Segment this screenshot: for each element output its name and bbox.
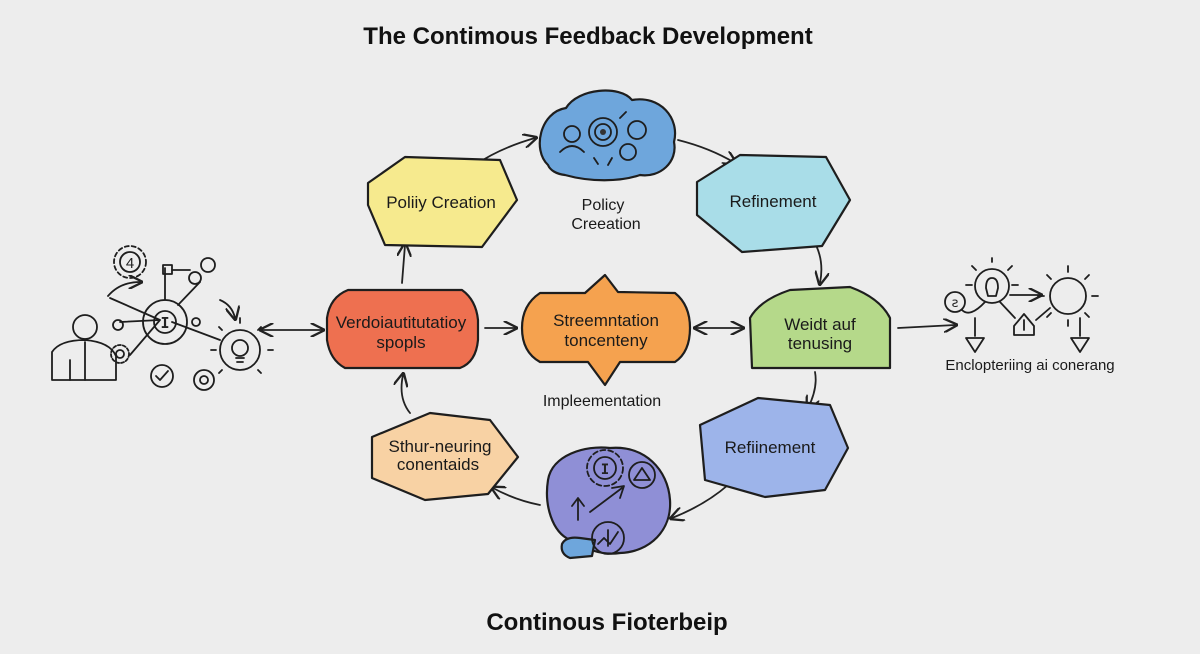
person-icon	[51, 314, 117, 381]
link-nodes-icon	[162, 257, 216, 285]
node-verdo-line2: spopls	[376, 333, 425, 352]
node-refinement-top: Refinement	[695, 153, 852, 254]
diagram-footer: Continous Fioterbeip	[486, 609, 727, 636]
target-small-icon	[193, 369, 215, 391]
node-policy-creation-label: Poliiy Creation	[386, 193, 496, 212]
left-icon-cluster: 4 I	[51, 245, 274, 391]
implementation-caption: Impleementation	[543, 393, 661, 410]
gear-small-icon	[110, 344, 130, 364]
checkmark-icon	[150, 364, 174, 388]
svg-text:ƨ: ƨ	[952, 296, 959, 311]
arrow-refinement-bottom-to-purple	[672, 484, 729, 518]
node-sthur-line2: conentaids	[397, 455, 479, 474]
teal-dot-icon	[627, 120, 647, 140]
sun-icon	[1037, 265, 1099, 327]
target-small-icon: ƨ	[944, 291, 966, 313]
node-verdo: Verdoiautitutatioy spopls	[325, 288, 480, 370]
node-stream: Streemntation toncenteny	[520, 273, 692, 387]
node-refinement-bottom: Refiinement	[698, 396, 850, 499]
node-weidt-line1: Weidt auf	[784, 315, 856, 334]
cloud-icon	[538, 89, 677, 182]
purple-blob-cluster: I	[545, 446, 672, 560]
lightbulb-icon	[210, 317, 274, 374]
target-icon: I	[142, 299, 188, 345]
house-icon	[1013, 307, 1051, 336]
node-refinement-bottom-label: Refiinement	[725, 438, 816, 457]
policy-creation-caption-line2: Creeation	[571, 216, 640, 233]
arrow-verdo-to-policy	[402, 245, 405, 284]
diagram-title: The Contimous Feedback Development	[363, 23, 812, 50]
person-icon	[559, 125, 585, 153]
node-weidt: Weidt auf tenusing	[748, 285, 892, 370]
node-policy-creation: Poliiy Creation	[366, 155, 519, 249]
policy-creation-caption-line1: Policy	[582, 197, 625, 214]
right-icon-cluster: ƨ Enclopteriing ai conerang	[944, 257, 1115, 374]
arrow-weidt-to-right	[897, 325, 955, 328]
arrow-purple-to-sthur	[493, 488, 541, 506]
warning-icon	[628, 461, 656, 489]
node-verdo-line1: Verdoiautitutatioy	[336, 313, 467, 332]
gear-icon: I	[586, 449, 624, 487]
down-triangle-icon	[1070, 317, 1090, 353]
gear-icon: 4	[113, 245, 147, 279]
node-sthur: Sthur-neuring conentaids	[370, 411, 520, 502]
orange-dot-icon	[619, 143, 637, 161]
gear-number: 4	[126, 255, 134, 272]
right-cluster-caption: Enclopteriing ai conerang	[945, 357, 1114, 374]
down-triangle-icon	[965, 317, 985, 353]
arrow-sthur-to-verdo	[402, 375, 411, 414]
node-stream-line1: Streemntation	[553, 311, 659, 330]
node-refinement-top-label: Refinement	[730, 192, 817, 211]
arrow-cloud-to-refinement	[677, 139, 735, 163]
lightbulb-icon	[965, 257, 1019, 304]
svg-text:I: I	[160, 314, 169, 332]
arrow-up-icon	[571, 485, 625, 521]
node-weidt-line2: tenusing	[788, 334, 852, 353]
target-icon	[588, 117, 618, 147]
node-sthur-line1: Sthur-neuring	[388, 437, 491, 456]
node-stream-line2: toncenteny	[564, 331, 648, 350]
rising-chart-icon	[591, 521, 625, 555]
svg-text:I: I	[601, 462, 609, 478]
